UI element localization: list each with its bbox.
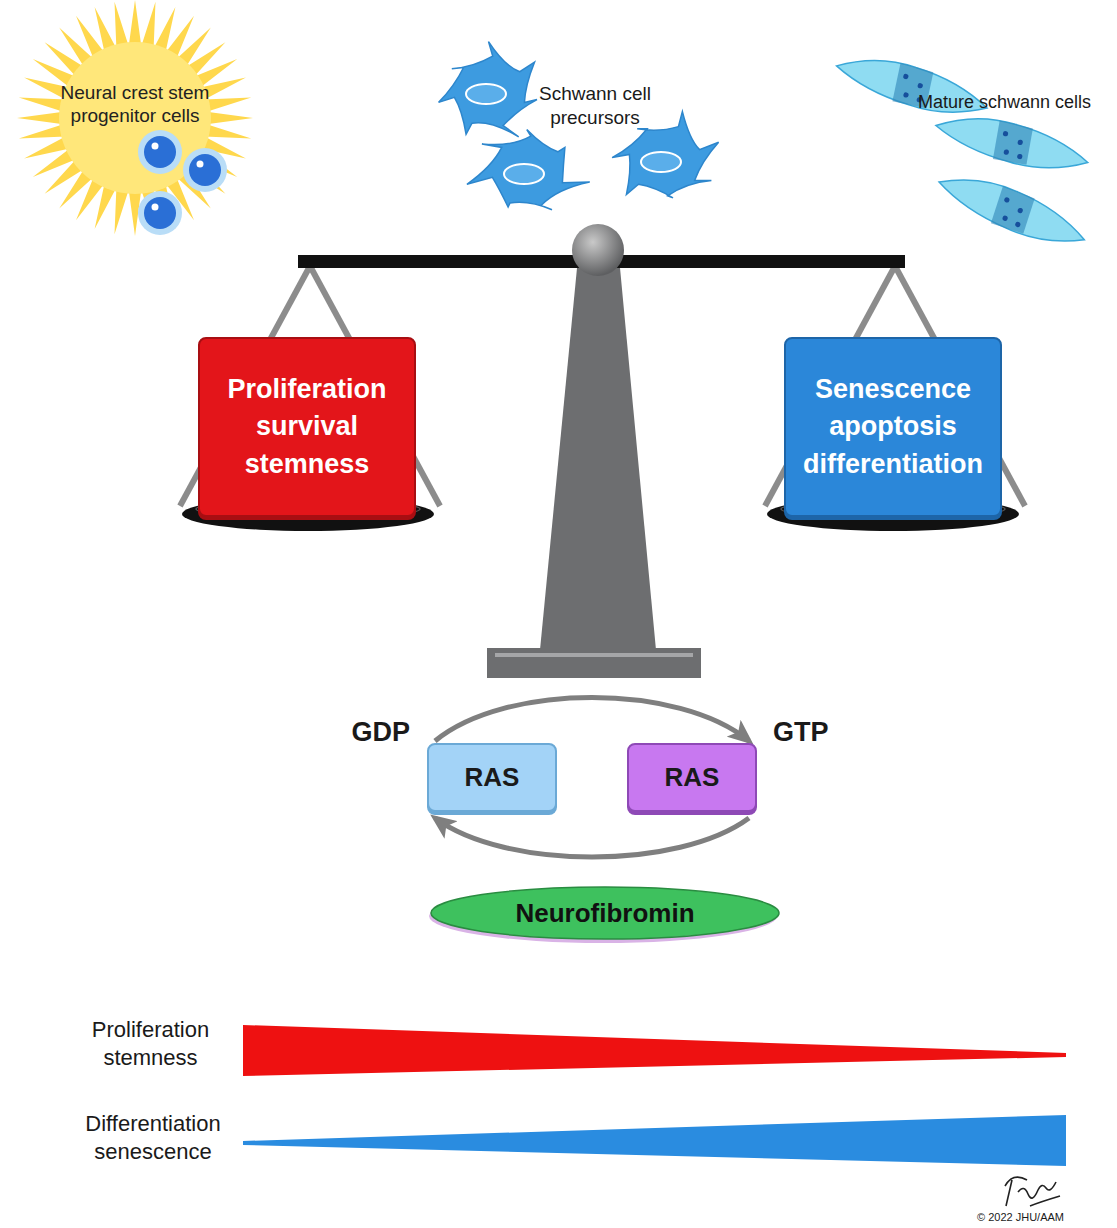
- ras-gtp-box: RAS: [627, 743, 757, 812]
- node-text: Senescence apoptosis differentiation: [803, 371, 983, 483]
- stem-cell-sun: Neural crest stem progenitor cells: [10, 0, 260, 240]
- mature-schwann-cells: [832, 50, 1093, 253]
- senescence-box: Senescence apoptosis differentiation: [784, 337, 1002, 517]
- reaction-arrow: [435, 818, 749, 857]
- stage-label: Schwann cell precursors: [520, 82, 670, 130]
- balance-scale: [180, 224, 1025, 678]
- node-text: RAS: [465, 760, 520, 796]
- gradient-label: Proliferation stemness: [68, 1016, 233, 1071]
- signature: [1005, 1177, 1060, 1206]
- node-text: Neurofibromin: [515, 898, 694, 929]
- nucleotide-label: GTP: [773, 716, 853, 750]
- gradient-label: Differentiation senescence: [63, 1110, 243, 1165]
- stage-label: Mature schwann cells: [918, 91, 1114, 114]
- reaction-arrow: [435, 698, 749, 742]
- proliferation-box: Proliferation survival stemness: [198, 337, 416, 517]
- schwann-precursor-cells: [439, 42, 719, 210]
- node-text: Neural crest stem progenitor cells: [45, 82, 225, 128]
- ras-gdp-box: RAS: [427, 743, 557, 812]
- copyright-note: © 2022 JHU/AAM: [960, 1211, 1064, 1225]
- nucleotide-label: GDP: [330, 716, 410, 750]
- proliferation-wedge: [243, 1025, 1066, 1076]
- node-text: RAS: [665, 760, 720, 796]
- node-text: Proliferation survival stemness: [227, 371, 386, 483]
- neurofibromin-ellipse: Neurofibromin: [428, 882, 782, 944]
- differentiation-wedge: [243, 1115, 1066, 1166]
